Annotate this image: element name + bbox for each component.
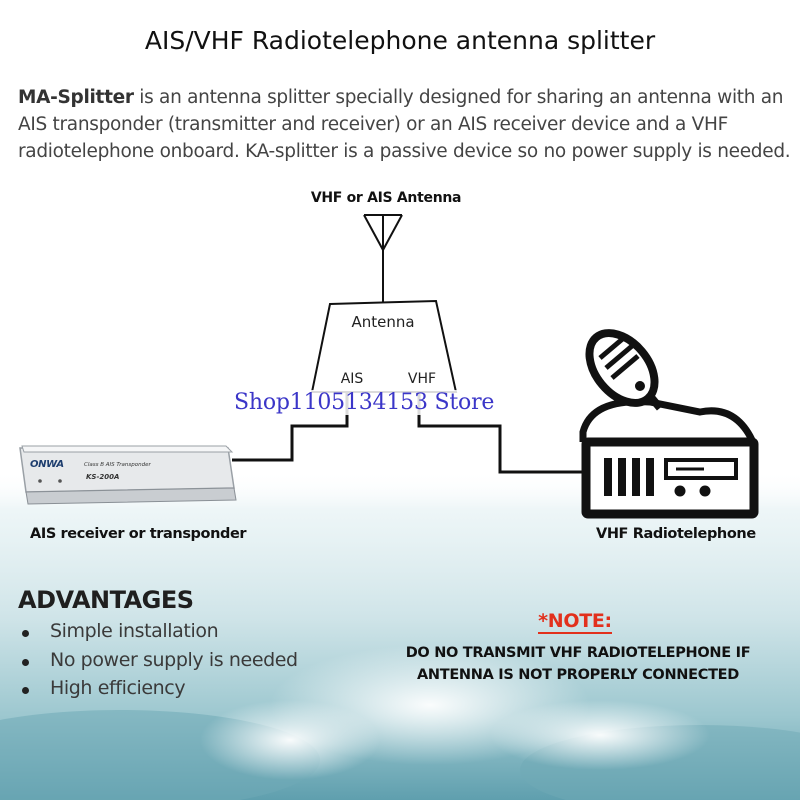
brand-name: MA-Splitter xyxy=(18,87,134,108)
device-subtitle: Class B AIS Transponder xyxy=(84,462,151,468)
vhf-device-caption: VHF Radiotelephone xyxy=(596,526,756,542)
splitter-port-vhf: VHF xyxy=(407,371,437,387)
note-title: *NOTE: xyxy=(538,610,612,634)
ais-transponder-device xyxy=(19,445,237,505)
device-brand-logo: ONWA xyxy=(30,459,64,470)
intro-text: is an antenna splitter specially designe… xyxy=(18,87,791,162)
splitter-port-ais: AIS xyxy=(340,371,364,387)
antenna-icon xyxy=(363,214,403,302)
advantages-list: Simple installation No power supply is n… xyxy=(18,620,298,706)
device-model: KS-200A xyxy=(86,473,120,481)
list-item: No power supply is needed xyxy=(18,649,298,678)
bullet-icon xyxy=(22,630,29,637)
splitter-title: Antenna xyxy=(351,313,415,331)
bullet-icon xyxy=(22,687,29,694)
shop-watermark: Shop1105134153 Store xyxy=(234,390,574,415)
advantages-title: ADVANTAGES xyxy=(18,586,194,614)
vhf-radio-device xyxy=(579,329,759,519)
intro-paragraph: MA-Splitter is an antenna splitter speci… xyxy=(18,84,794,165)
ais-device-caption: AIS receiver or transponder xyxy=(30,526,247,542)
list-item: High efficiency xyxy=(18,677,298,706)
bullet-icon xyxy=(22,658,29,666)
antenna-label: VHF or AIS Antenna xyxy=(310,190,462,206)
note-warning: DO NO TRANSMIT VHF RADIOTELEPHONE IF ANT… xyxy=(405,645,751,683)
list-item: Simple installation xyxy=(18,620,298,649)
page-title: AIS/VHF Radiotelephone antenna splitter xyxy=(144,26,656,55)
